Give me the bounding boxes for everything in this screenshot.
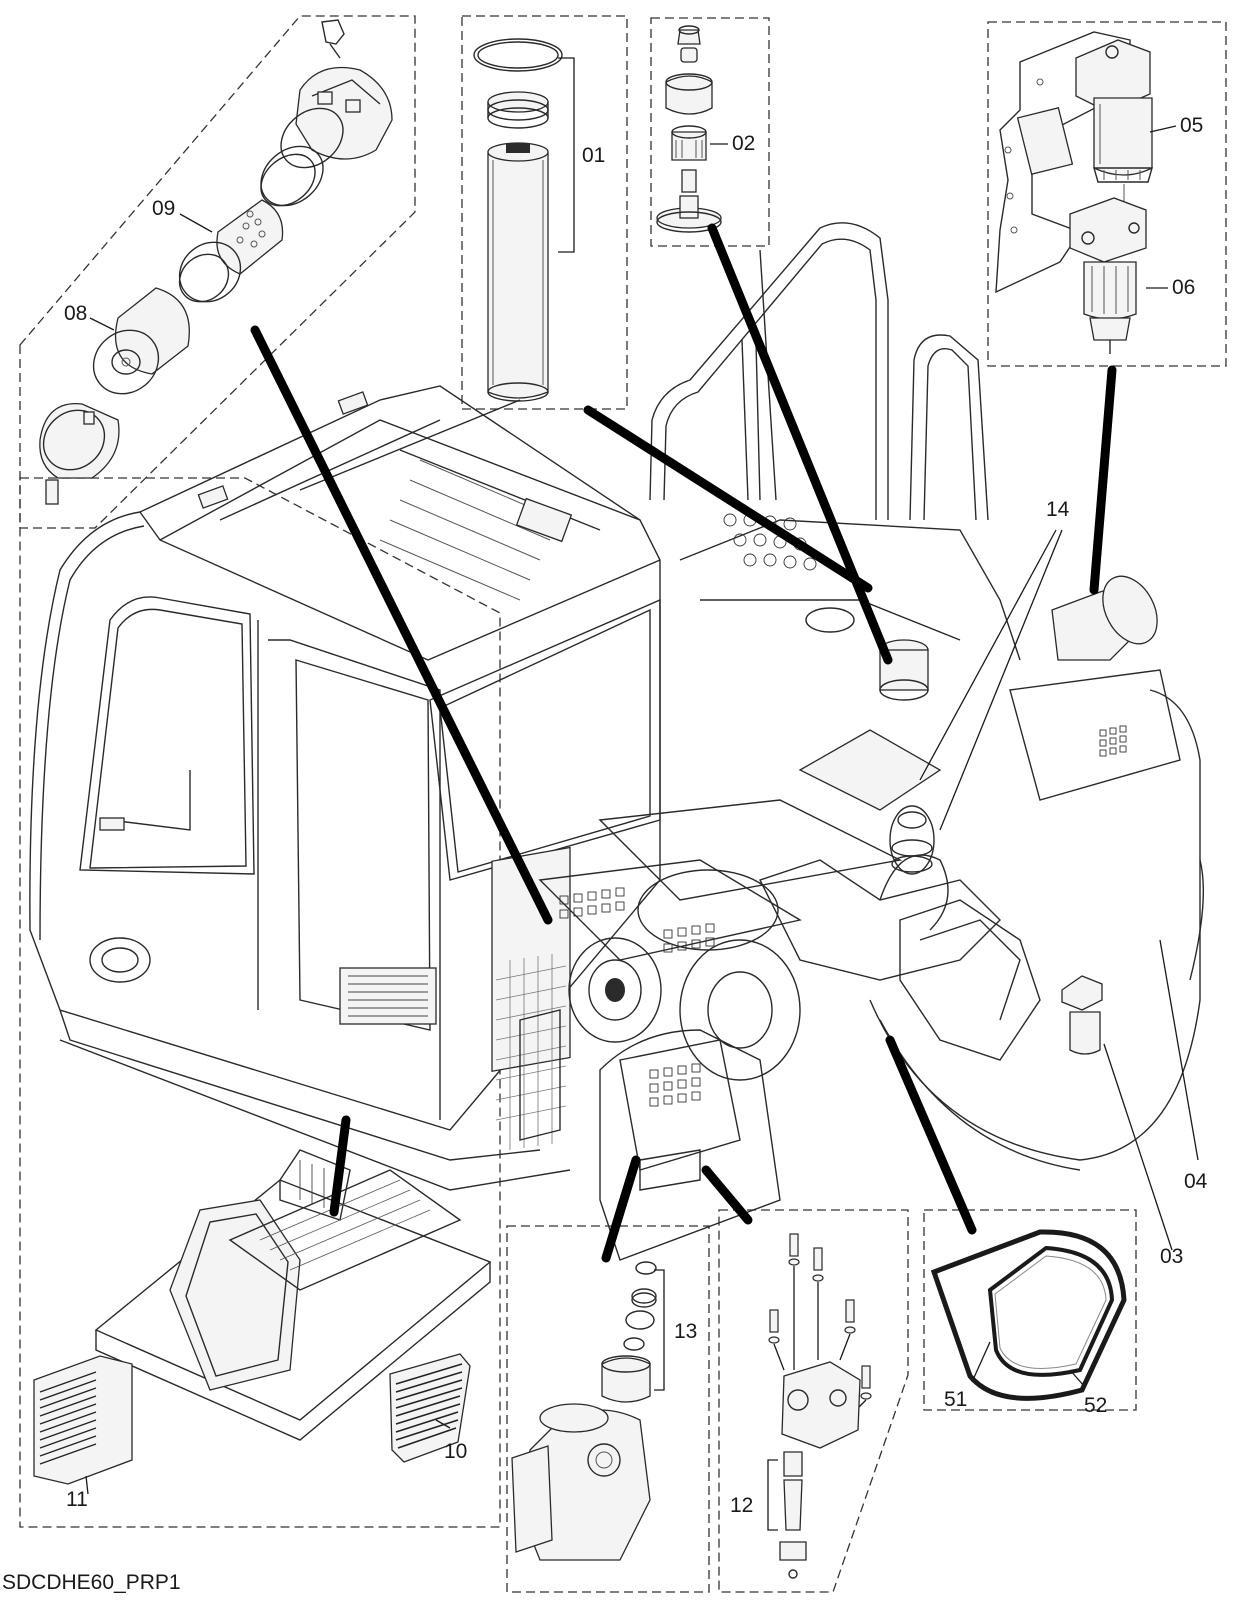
breather-group (511, 1261, 665, 1561)
callout-01: 01 (582, 144, 605, 167)
fuel-filter-group (995, 31, 1177, 354)
detail-box-fuel-filter (987, 21, 1227, 367)
callout-05: 05 (1180, 114, 1203, 137)
callout-13: 13 (674, 1320, 697, 1343)
callout-08: 08 (64, 302, 87, 325)
cab-filter-group (33, 1149, 492, 1485)
callout-04: 04 (1184, 1170, 1208, 1193)
return-filter-group (656, 25, 728, 233)
leader-lines (250, 223, 1117, 1263)
air-filter-group (39, 19, 393, 505)
detail-box-return-filter (650, 17, 770, 247)
detail-box-belts (923, 1209, 1137, 1411)
callout-11: 11 (66, 1488, 88, 1511)
callout-12: 12 (730, 1494, 753, 1517)
detail-box-cab-filters (19, 477, 501, 1528)
callout-14: 14 (1046, 498, 1070, 521)
callout-03: 03 (1160, 1245, 1183, 1268)
detail-box-pilot-filter (718, 1209, 909, 1593)
drawing-code: SDCDHE60_PRP1 (2, 1571, 181, 1594)
thin-leaders (85, 213, 1199, 1495)
callout-02: 02 (732, 132, 755, 155)
hydraulic-filter-group (473, 38, 575, 402)
callout-52: 52 (1084, 1394, 1107, 1417)
callout-06: 06 (1172, 276, 1195, 299)
excavator-upper-structure (29, 222, 1205, 1261)
callout-10: 10 (444, 1440, 467, 1463)
belt-group (930, 1229, 1127, 1401)
callout-51: 51 (944, 1388, 967, 1411)
callout-09: 09 (152, 197, 175, 220)
pilot-filter-group (767, 1233, 872, 1579)
